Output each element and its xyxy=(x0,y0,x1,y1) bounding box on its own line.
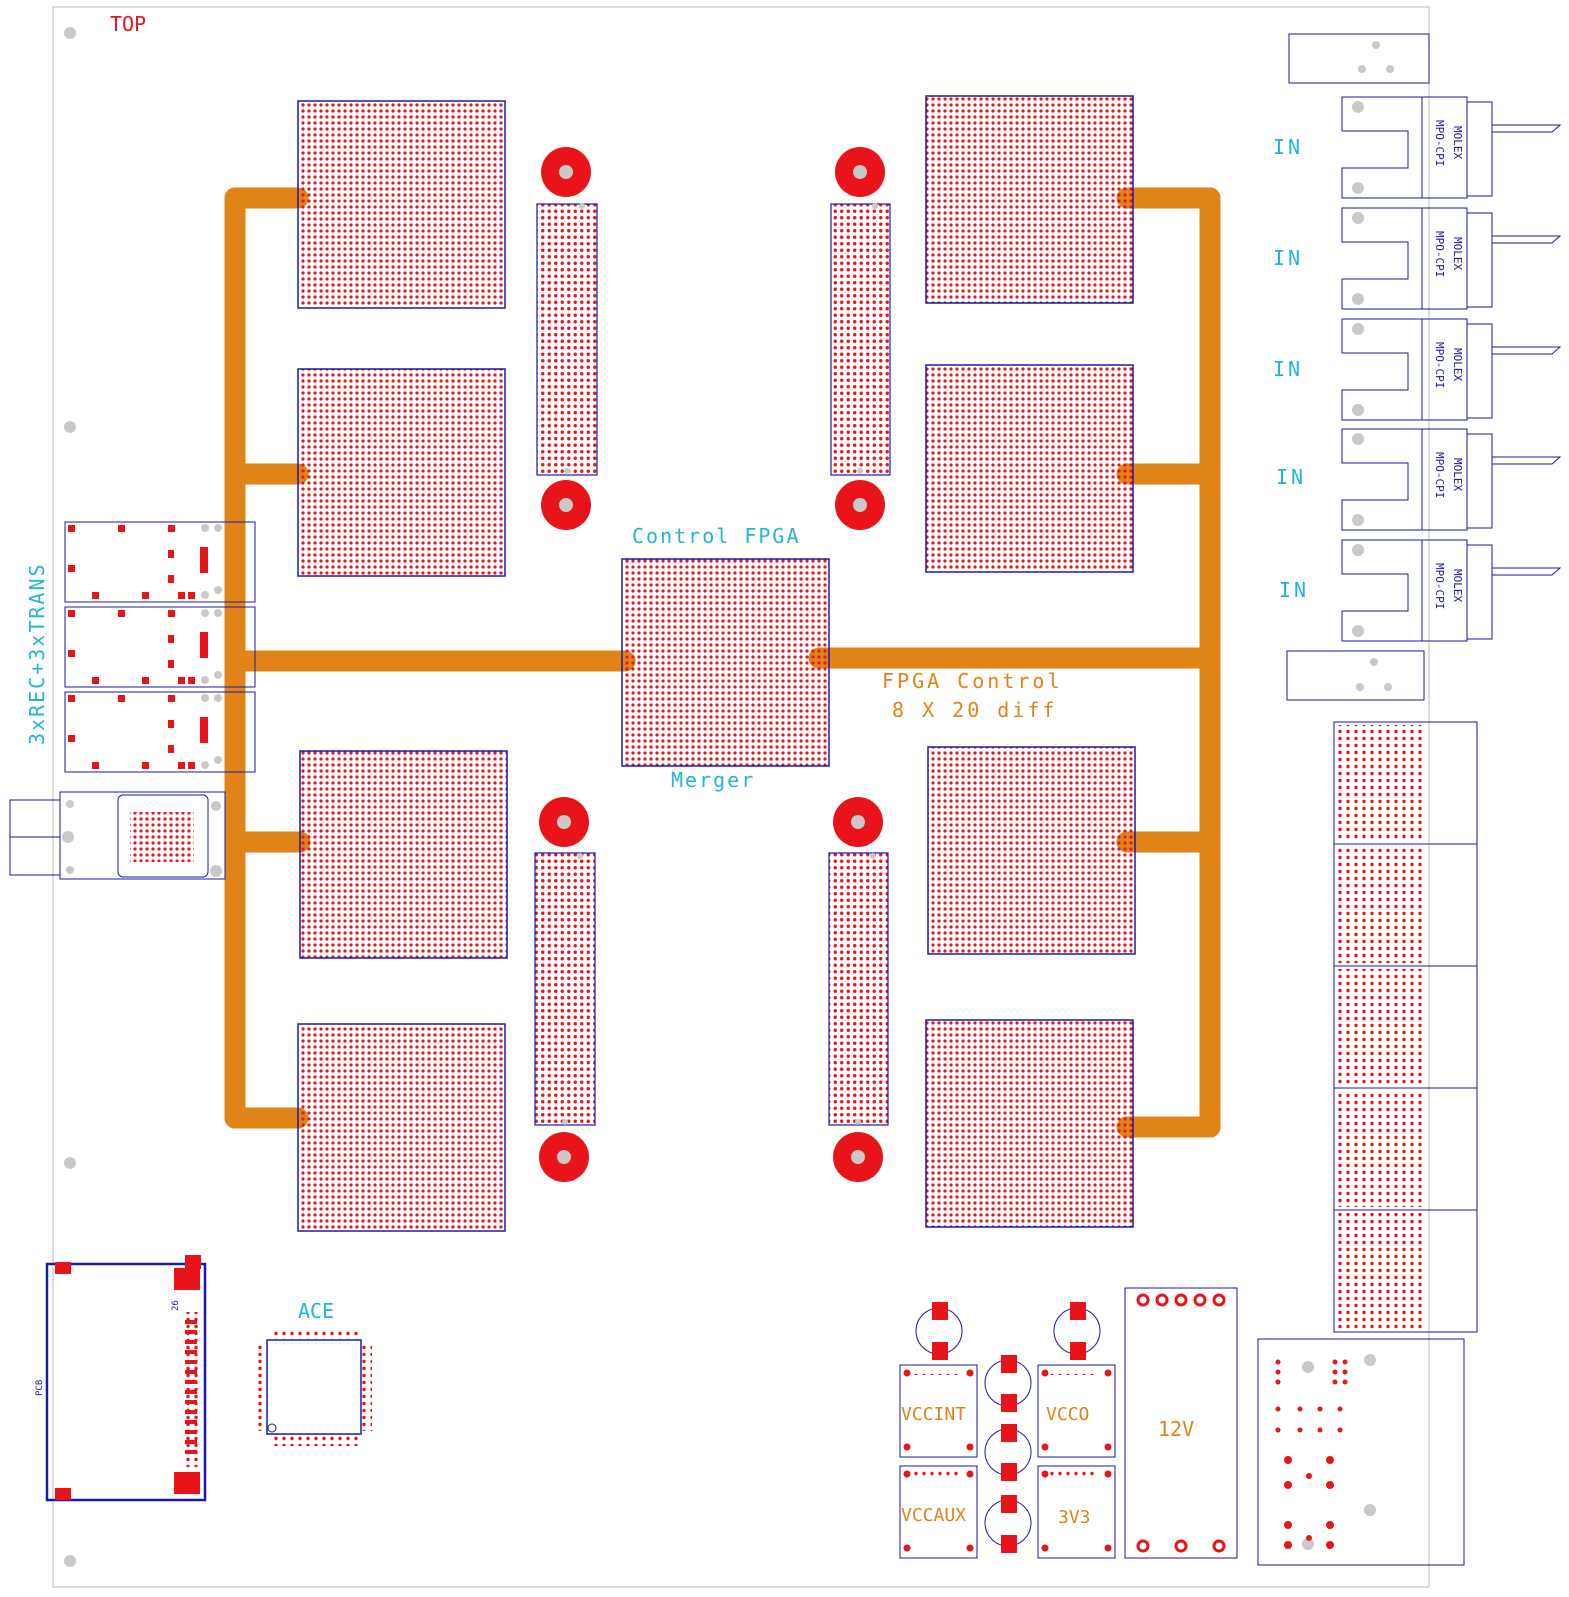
svg-text:MPO-CPI: MPO-CPI xyxy=(1433,231,1446,277)
vccint-label: VCCINT xyxy=(901,1404,966,1425)
fpga-right-1 xyxy=(925,95,1134,304)
mezzanine-connectors xyxy=(534,147,891,1182)
fpga-control-sublabel: 8 X 20 diff xyxy=(892,698,1057,722)
control-bus xyxy=(224,187,1221,1138)
connector-bottom-left xyxy=(534,852,596,1126)
ace-label: ACE xyxy=(298,1299,334,1323)
svg-text:MPO-CPI: MPO-CPI xyxy=(1433,452,1446,498)
transceiver-3 xyxy=(64,691,256,773)
control-fpga-label: Control FPGA xyxy=(632,524,801,548)
fpga-right-4 xyxy=(925,1019,1134,1228)
svg-text:MOLEX: MOLEX xyxy=(1451,126,1464,159)
power-capacitors xyxy=(915,1302,1101,1553)
bottom-right-connector xyxy=(1257,1338,1465,1566)
vcco-label: VCCO xyxy=(1046,1404,1089,1425)
control-fpga-merger xyxy=(621,558,830,767)
regulator-vcco: VCCO xyxy=(1037,1364,1116,1458)
transceiver-2 xyxy=(64,606,256,688)
optical-connectors: MOLEX MPO-CPI MOLEX MPO-CPI MOLEX MPO-CP… xyxy=(1341,96,1562,642)
vccaux-label: VCCAUX xyxy=(901,1505,966,1526)
svg-text:MOLEX: MOLEX xyxy=(1451,569,1464,602)
corner-bracket-top xyxy=(1288,33,1430,84)
optical-connector-3: MOLEX MPO-CPI xyxy=(1341,318,1562,421)
standoff-pads xyxy=(539,147,885,1182)
v3v3-label: 3V3 xyxy=(1058,1507,1091,1528)
ace-chip: ACE xyxy=(256,1299,372,1446)
input-label-1: IN xyxy=(1273,135,1303,159)
input-label-5: IN xyxy=(1279,578,1309,602)
svg-text:MOLEX: MOLEX xyxy=(1451,348,1464,381)
fpga-right-2 xyxy=(925,364,1134,573)
svg-text:MPO-CPI: MPO-CPI xyxy=(1433,342,1446,388)
fpga-left-4 xyxy=(297,1023,506,1232)
fpga-right-3 xyxy=(927,746,1136,955)
input-label-4: IN xyxy=(1276,465,1306,489)
svg-text:MPO-CPI: MPO-CPI xyxy=(1433,563,1446,609)
optical-connector-2: MOLEX MPO-CPI xyxy=(1341,207,1562,310)
svg-text:MOLEX: MOLEX xyxy=(1451,237,1464,270)
svg-text:MOLEX: MOLEX xyxy=(1451,458,1464,491)
power-input-12v: 12V xyxy=(1124,1287,1238,1559)
pin-26-label: 26 xyxy=(171,1300,181,1311)
pcb-card-connector: PCB 26 xyxy=(35,1255,207,1502)
svg-text:MPO-CPI: MPO-CPI xyxy=(1433,120,1446,166)
fpga-control-label: FPGA Control xyxy=(882,669,1063,693)
right-connector-stack xyxy=(1333,721,1478,1333)
connector-top-right xyxy=(830,203,891,476)
v12-label: 12V xyxy=(1158,1417,1194,1441)
input-labels: IN IN IN IN IN xyxy=(1273,135,1309,602)
transceiver-modules xyxy=(64,521,256,773)
regulator-vccint: VCCINT xyxy=(899,1364,978,1458)
input-label-3: IN xyxy=(1273,357,1303,381)
corner-bracket-mid xyxy=(1286,650,1425,701)
mounting-holes xyxy=(64,27,76,1567)
fpga-left-1 xyxy=(297,100,506,309)
pcb-label: PCB xyxy=(35,1380,45,1396)
fpga-left-3 xyxy=(299,750,508,959)
input-label-2: IN xyxy=(1273,246,1303,270)
rec-trans-label: 3xREC+3xTRANS xyxy=(25,562,49,745)
merger-label: Merger xyxy=(671,768,755,792)
regulator-vccaux: VCCAUX xyxy=(899,1465,978,1559)
power-section: VCCINT VCCO VCCAUX 3V3 xyxy=(899,1287,1238,1559)
fpga-left-2 xyxy=(297,368,506,577)
optical-connector-1: MOLEX MPO-CPI xyxy=(1341,96,1562,199)
connector-top-left xyxy=(536,203,598,476)
connector-bottom-right xyxy=(828,852,889,1126)
optical-connector-4: MOLEX MPO-CPI xyxy=(1341,428,1562,531)
fpga-array xyxy=(297,95,1136,1232)
transceiver-1 xyxy=(64,521,256,603)
edge-connector xyxy=(9,791,226,880)
regulator-3v3: 3V3 xyxy=(1037,1465,1116,1559)
optical-connector-5: MOLEX MPO-CPI xyxy=(1341,539,1562,642)
board-side-label: TOP xyxy=(110,12,146,36)
